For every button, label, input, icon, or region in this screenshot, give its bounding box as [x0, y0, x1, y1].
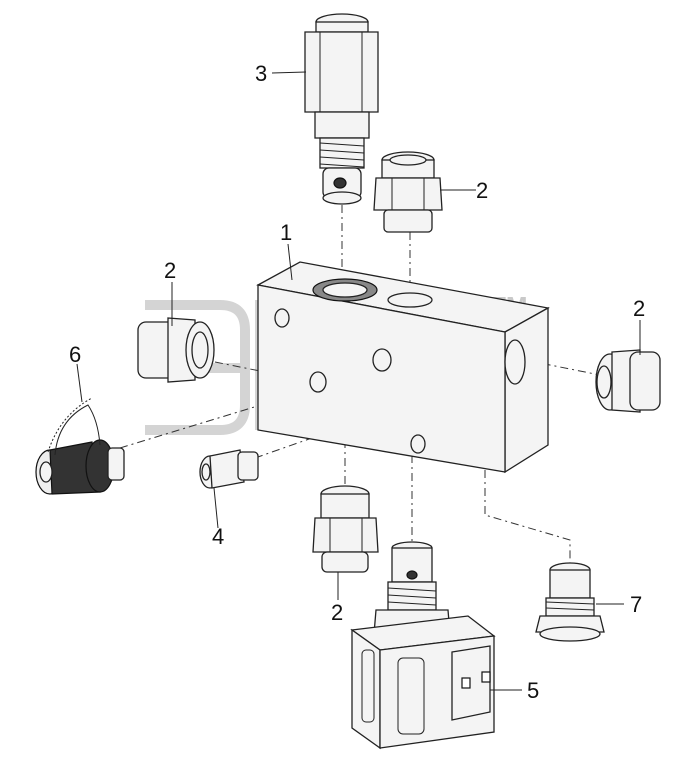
valve-block [256, 261, 550, 474]
pressure-valve-cartridge [304, 13, 379, 205]
callout-3: 3 [255, 61, 267, 86]
leader-lines [76, 71, 641, 691]
fitting-top [373, 151, 443, 233]
fitting-left [137, 317, 215, 383]
fitting-bottom [312, 485, 379, 573]
fitting-right [595, 349, 661, 413]
callout-7: 7 [630, 592, 642, 617]
callout-1: 1 [280, 220, 292, 245]
callout-5: 5 [527, 678, 539, 703]
callout-2-top: 2 [476, 178, 488, 203]
callout-labels: 3 2 1 2 2 6 4 2 7 5 [69, 61, 645, 703]
cartridge-plug [535, 562, 605, 642]
callout-6: 6 [69, 342, 81, 367]
plug-with-chain [35, 397, 125, 495]
small-fitting [199, 449, 259, 489]
callout-2-right: 2 [633, 296, 645, 321]
callout-4: 4 [212, 524, 224, 549]
callout-2-bottom: 2 [331, 600, 343, 625]
callout-2-left: 2 [164, 258, 176, 283]
solenoid-valve [350, 541, 496, 750]
